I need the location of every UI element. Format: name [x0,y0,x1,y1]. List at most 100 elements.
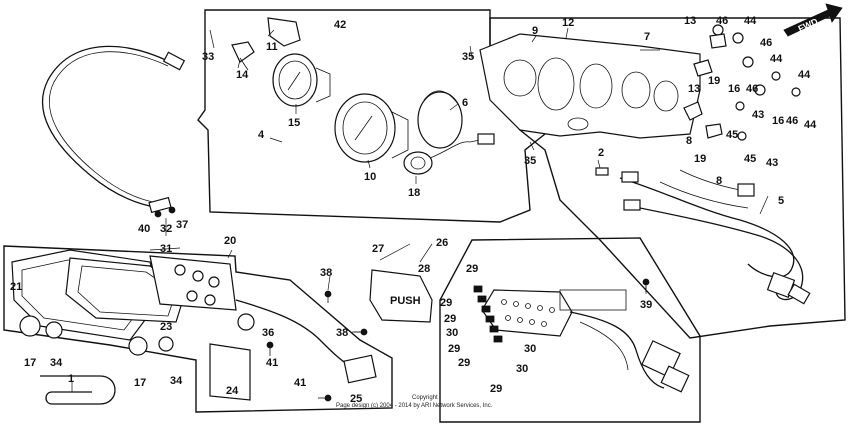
callout-4: 4 [258,129,265,141]
copyright-notice: Copyright Page design (c) 2004 - 2014 by… [336,395,493,409]
cable-upper-end [162,51,186,71]
callout-13a: 13 [684,15,696,27]
callout-38b: 38 [336,327,348,339]
connector-block-outline [439,237,701,423]
callout-37: 37 [176,219,188,231]
callout-34a: 34 [50,357,63,369]
callout-44d: 44 [804,119,817,131]
callout-32: 32 [160,223,172,235]
odometer-reset-knob [231,41,255,71]
trip-bracket [267,17,301,47]
grommets [19,313,255,356]
speedometer [334,93,409,163]
callout-30b: 30 [524,343,536,355]
callout-33: 33 [202,51,214,63]
callout-35a: 35 [462,51,474,63]
callout-39: 39 [640,299,652,311]
meter-cover [417,90,463,149]
callout-18: 18 [408,187,420,199]
callout-34b: 34 [170,375,183,387]
callout-46b: 46 [760,37,772,49]
callout-30c: 30 [516,363,528,375]
callout-29e: 29 [458,357,470,369]
callout-29b: 29 [440,297,452,309]
wire-harness [619,169,811,305]
indicator-socket-strip [149,255,237,311]
screws-left [154,206,332,402]
callout-46d: 46 [786,115,798,127]
callout-41b: 41 [294,377,306,389]
callout-11: 11 [266,41,278,53]
fuse-strip [473,285,503,343]
callout-12: 12 [562,17,574,29]
callout-43a: 43 [752,109,764,121]
callout-6: 6 [462,97,468,109]
callout-35b: 35 [524,155,536,167]
svg-text:FWD: FWD [797,16,820,34]
callout-5: 5 [778,195,784,207]
callout-29f: 29 [490,383,502,395]
instrument-panel [479,33,701,139]
callout-17a: 17 [24,357,36,369]
callout-9: 9 [532,25,538,37]
callout-36: 36 [262,327,274,339]
callout-44c: 44 [798,69,811,81]
callout-30a: 30 [446,327,458,339]
callout-29c: 29 [444,313,456,325]
callout-29d: 29 [448,343,460,355]
callout-46c: 46 [746,83,758,95]
callout-38a: 38 [320,267,332,279]
callout-28: 28 [418,263,430,275]
callout-43b: 43 [766,157,778,169]
callout-19b: 19 [694,153,706,165]
copyright-line-1: Copyright [412,395,438,401]
left-panel-outline [3,245,393,413]
leader-lines [71,27,769,392]
callout-1: 1 [68,373,74,385]
forward-direction-arrow: FWD [783,3,843,37]
callout-44a: 44 [744,15,757,27]
callout-14: 14 [236,69,249,81]
callout-8b: 8 [716,175,722,187]
callout-25: 25 [350,393,362,405]
callout-13b: 13 [688,83,700,95]
callout-29a: 29 [466,263,478,275]
callout-27: 27 [372,243,384,255]
callout-10: 10 [364,171,376,183]
callout-31: 31 [160,243,172,255]
tachometer [272,53,331,107]
connector-cover: PUSH [369,269,433,323]
copyright-line-2: Page design (c) 2004 - 2014 by ARI Netwo… [336,403,493,409]
callout-46a: 46 [716,15,728,27]
callout-19a: 19 [708,75,720,87]
screws-center [324,278,650,336]
part-callouts: 33 14 11 42 15 4 10 18 6 35 35 9 12 7 2 … [10,15,817,405]
callout-41a: 41 [266,357,278,369]
callout-20: 20 [224,235,236,247]
callout-40: 40 [138,223,150,235]
mounting-clip [40,375,116,405]
callout-7: 7 [644,31,650,43]
indicator-bracket [209,343,251,401]
callout-21: 21 [10,281,22,293]
callout-16b: 16 [772,115,784,127]
callout-8a: 8 [686,135,692,147]
speedometer-cable [42,45,171,209]
callout-45b: 45 [744,153,756,165]
callout-26: 26 [436,237,448,249]
callout-42: 42 [334,19,346,31]
callout-45a: 45 [726,129,738,141]
callout-16a: 16 [728,83,740,95]
svg-text:PUSH: PUSH [390,295,421,307]
indicator-socket [403,133,495,175]
cable-lower-end [148,196,172,214]
connector-harness [559,289,690,393]
callout-44b: 44 [770,53,783,65]
callout-2: 2 [598,147,604,159]
callout-17b: 17 [134,377,146,389]
callout-23: 23 [160,321,172,333]
speedometer-cable-sheath [48,51,169,204]
indicator-harness [235,299,377,384]
